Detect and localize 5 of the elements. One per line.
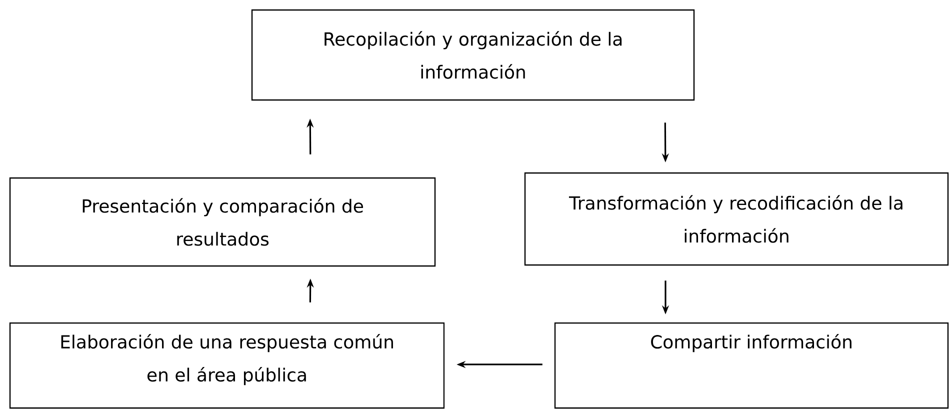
process-box: Compartir información bbox=[554, 322, 949, 409]
process-box: Presentación y comparación de resultados bbox=[9, 177, 436, 267]
process-box: Recopilación y organización de la información bbox=[251, 9, 695, 101]
process-box: Transformación y recodificación de la información bbox=[524, 172, 949, 266]
process-box: Elaboración de una respuesta común en el área pública bbox=[9, 322, 445, 409]
